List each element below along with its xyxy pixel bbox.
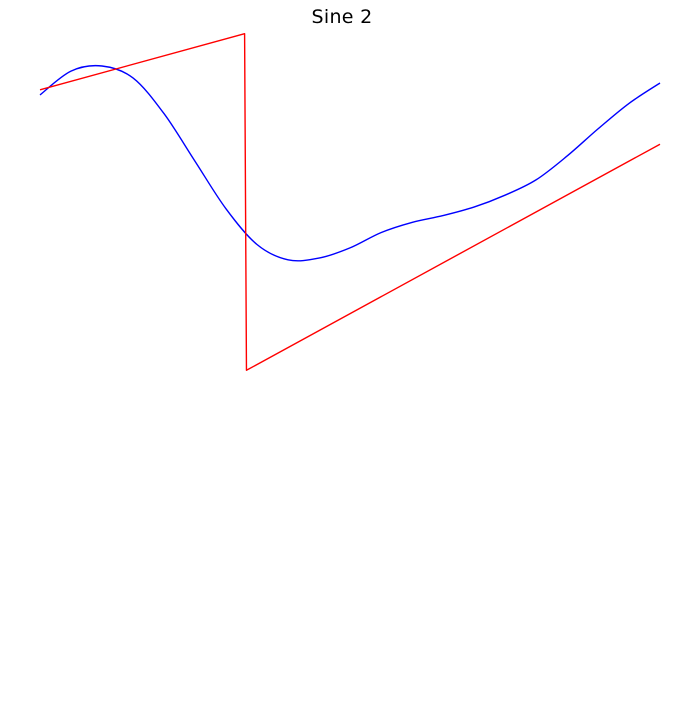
- series-line-2: [39, 33, 661, 371]
- series-layer: [39, 33, 661, 371]
- series-line-1: [39, 64, 661, 262]
- chart-title: Sine 2: [311, 6, 373, 28]
